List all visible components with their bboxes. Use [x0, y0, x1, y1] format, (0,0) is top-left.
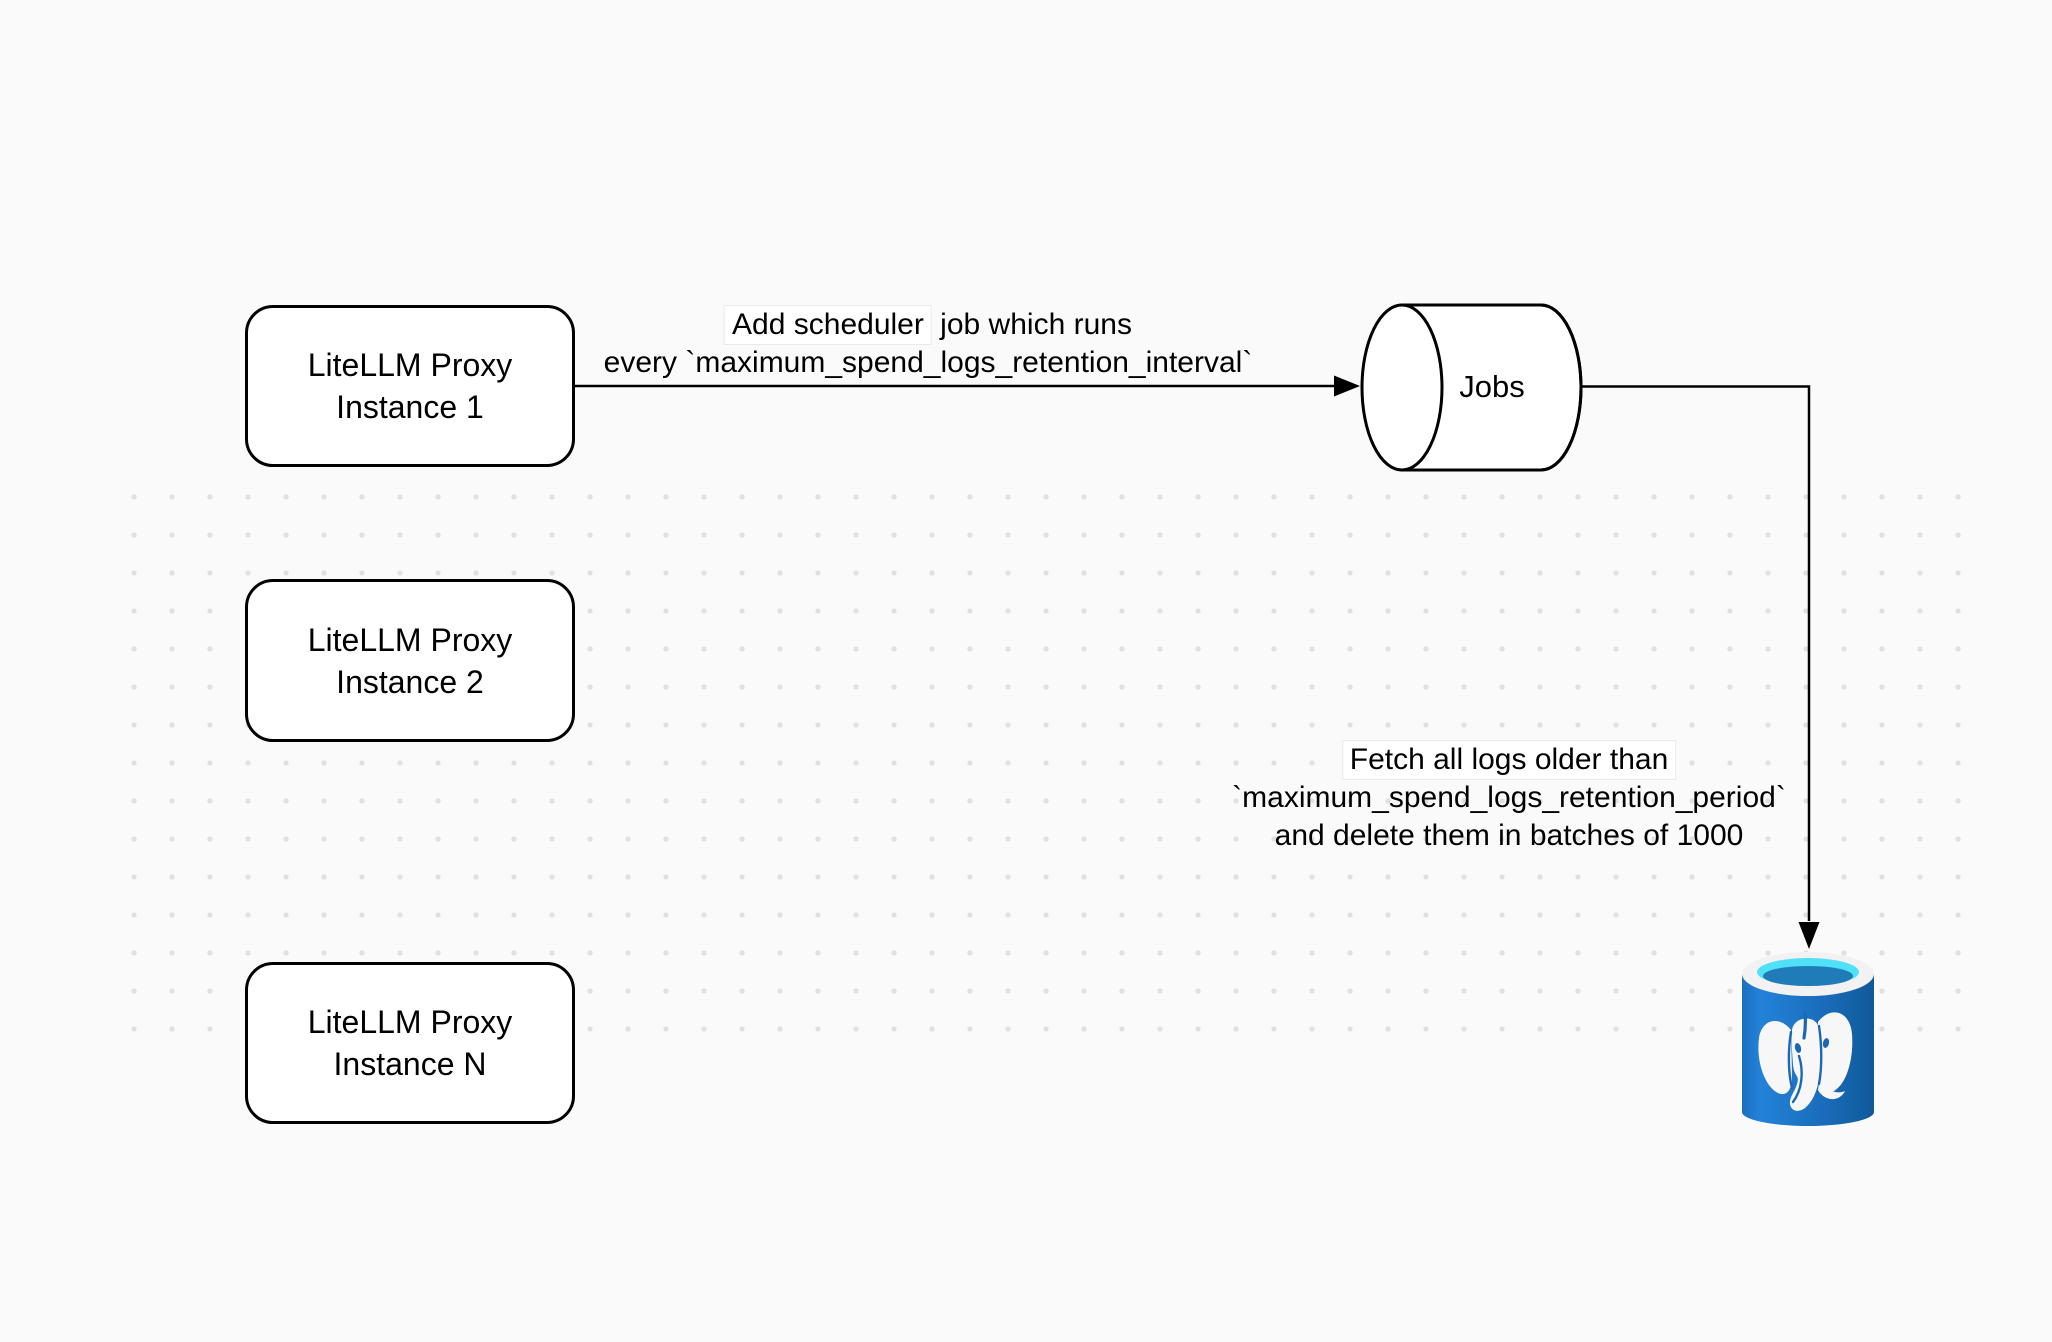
edge-label-line: Add scheduler job which runs	[604, 305, 1253, 345]
postgres-elephant-icon	[1758, 1012, 1853, 1111]
arrowhead-right-icon	[1334, 375, 1360, 397]
node-label-line: Instance 1	[336, 389, 484, 425]
edge-label-line: Fetch all logs older than	[1232, 740, 1786, 780]
node-label-line: LiteLLM Proxy	[307, 1004, 513, 1040]
postgresql-database-icon	[1742, 952, 1874, 1126]
edge-label-line: and delete them in batches of 1000	[1274, 819, 1744, 852]
edge-label-line: `maximum_spend_logs_retention_period`	[1232, 781, 1786, 814]
node-label-line: LiteLLM Proxy	[307, 621, 513, 658]
edge-label-boxed-text: Fetch all logs older than	[1341, 740, 1677, 780]
edge-label-line: every `maximum_spend_logs_retention_inte…	[603, 346, 1253, 379]
arrow-jobs-to-postgres	[1581, 385, 1820, 949]
edge-label-add-scheduler: Add scheduler job which runs every `maxi…	[603, 305, 1253, 382]
node-label-line: Instance N	[333, 1046, 487, 1082]
arrowhead-down-icon	[1798, 922, 1820, 949]
jobs-cylinder-label: Jobs	[1459, 369, 1525, 404]
node-label-line: Instance 2	[336, 663, 484, 700]
node-litellm-proxy-instance-2: LiteLLM Proxy Instance 2	[245, 579, 575, 742]
edge-label-text: job which runs	[931, 308, 1132, 341]
node-litellm-proxy-instance-n: LiteLLM Proxy Instance N	[245, 962, 575, 1124]
node-label-line: LiteLLM Proxy	[307, 347, 513, 383]
edge-label-boxed-text: Add scheduler	[724, 305, 932, 345]
arrow-proxy1-to-jobs	[575, 375, 1360, 397]
jobs-cylinder	[1360, 303, 1583, 472]
edge-label-fetch-delete: Fetch all logs older than `maximum_spend…	[1232, 740, 1786, 855]
node-litellm-proxy-instance-1: LiteLLM Proxy Instance 1	[245, 305, 575, 467]
